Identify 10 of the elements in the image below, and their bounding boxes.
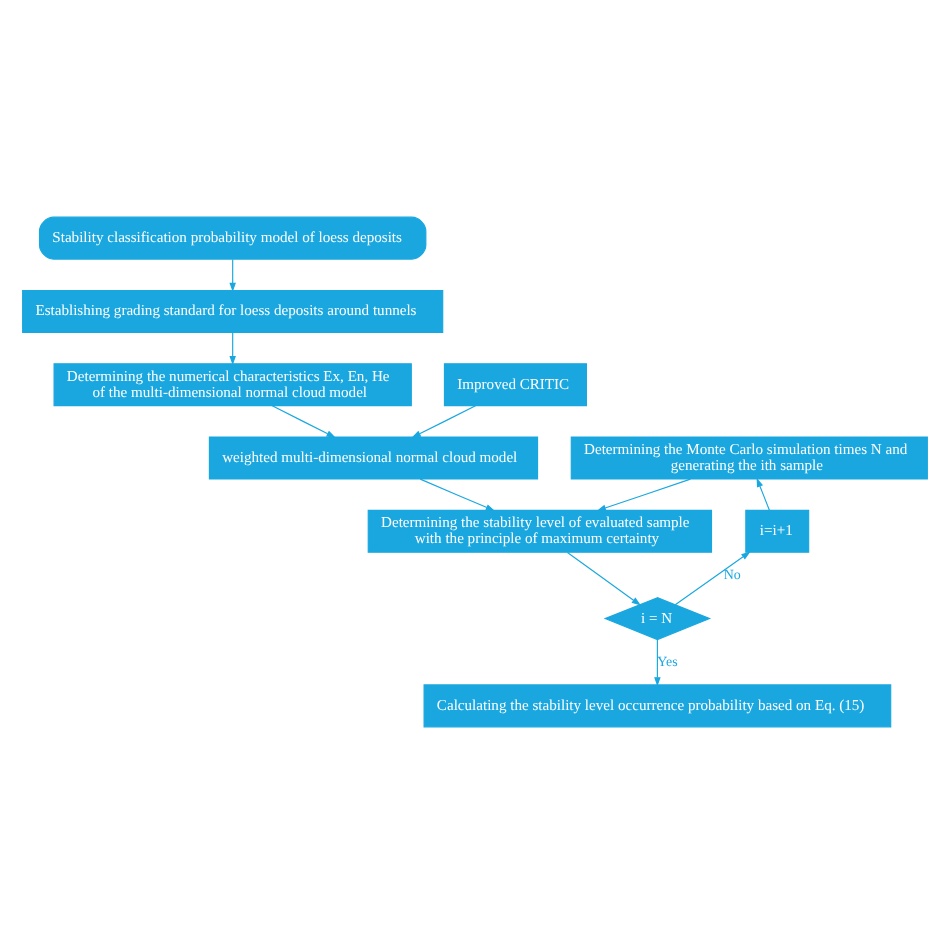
arrow [653, 638, 660, 686]
arrow [673, 550, 750, 605]
arrow [418, 477, 495, 511]
arrow [595, 477, 690, 511]
arrow [755, 476, 769, 510]
arrow [565, 550, 640, 605]
arrow [270, 404, 335, 437]
arrow [228, 257, 235, 292]
arrow [410, 404, 476, 437]
arrow [228, 331, 235, 365]
